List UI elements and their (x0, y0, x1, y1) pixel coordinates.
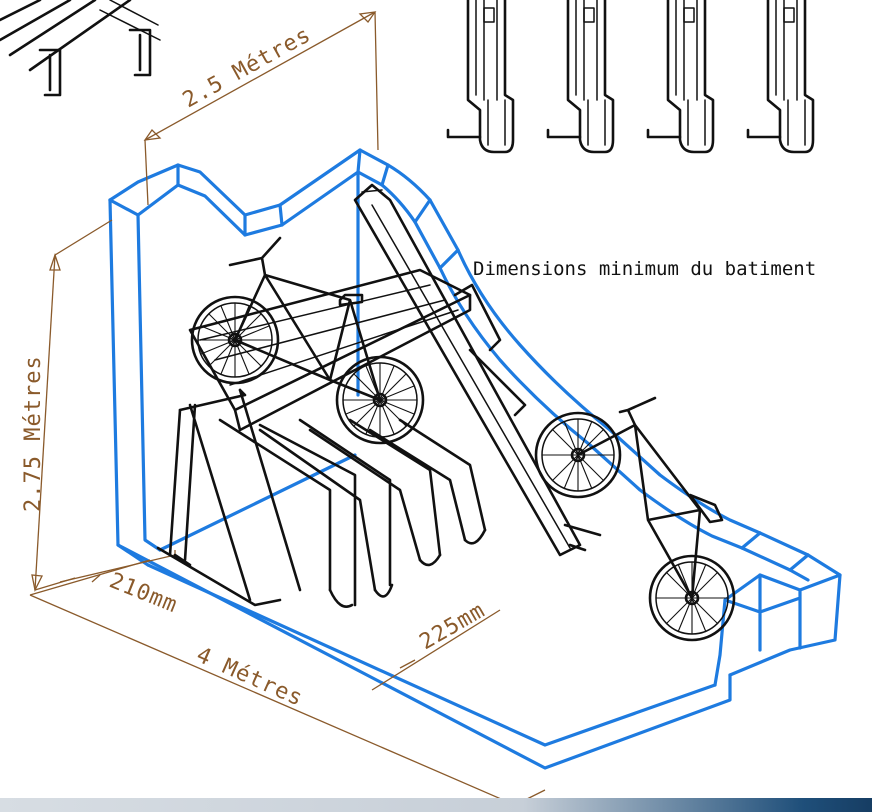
rack-profile-4 (746, 0, 815, 154)
bike-on-ramp (534, 396, 736, 642)
lift-ramp (353, 183, 602, 557)
bike-ramp-frame (576, 396, 724, 600)
bike-top-frame (228, 236, 382, 402)
dimension-labels: 2.5 Métres 2.75 Métres 4 Métres 210mm 22… (21, 22, 490, 712)
rack-detail-top-left (0, 0, 161, 97)
right-gap-label: 225mm (416, 598, 490, 655)
rack-profile-1 (446, 0, 515, 154)
bike-top-tier (190, 236, 425, 445)
rack-profile-3 (646, 0, 715, 154)
rack-profiles-top-right (446, 0, 815, 154)
building-outline (108, 148, 842, 770)
width-label: 4 Métres (193, 643, 307, 712)
height-label: 2.75 Métres (21, 355, 46, 512)
building-note-label: Dimensions minimum du batiment (473, 258, 816, 280)
rack-profile-2 (546, 0, 615, 154)
dimension-lines (29, 11, 546, 806)
depth-label: 2.5 Métres (179, 22, 316, 113)
bottom-decorative-bar (0, 798, 872, 812)
double-tier-rack (156, 268, 487, 608)
